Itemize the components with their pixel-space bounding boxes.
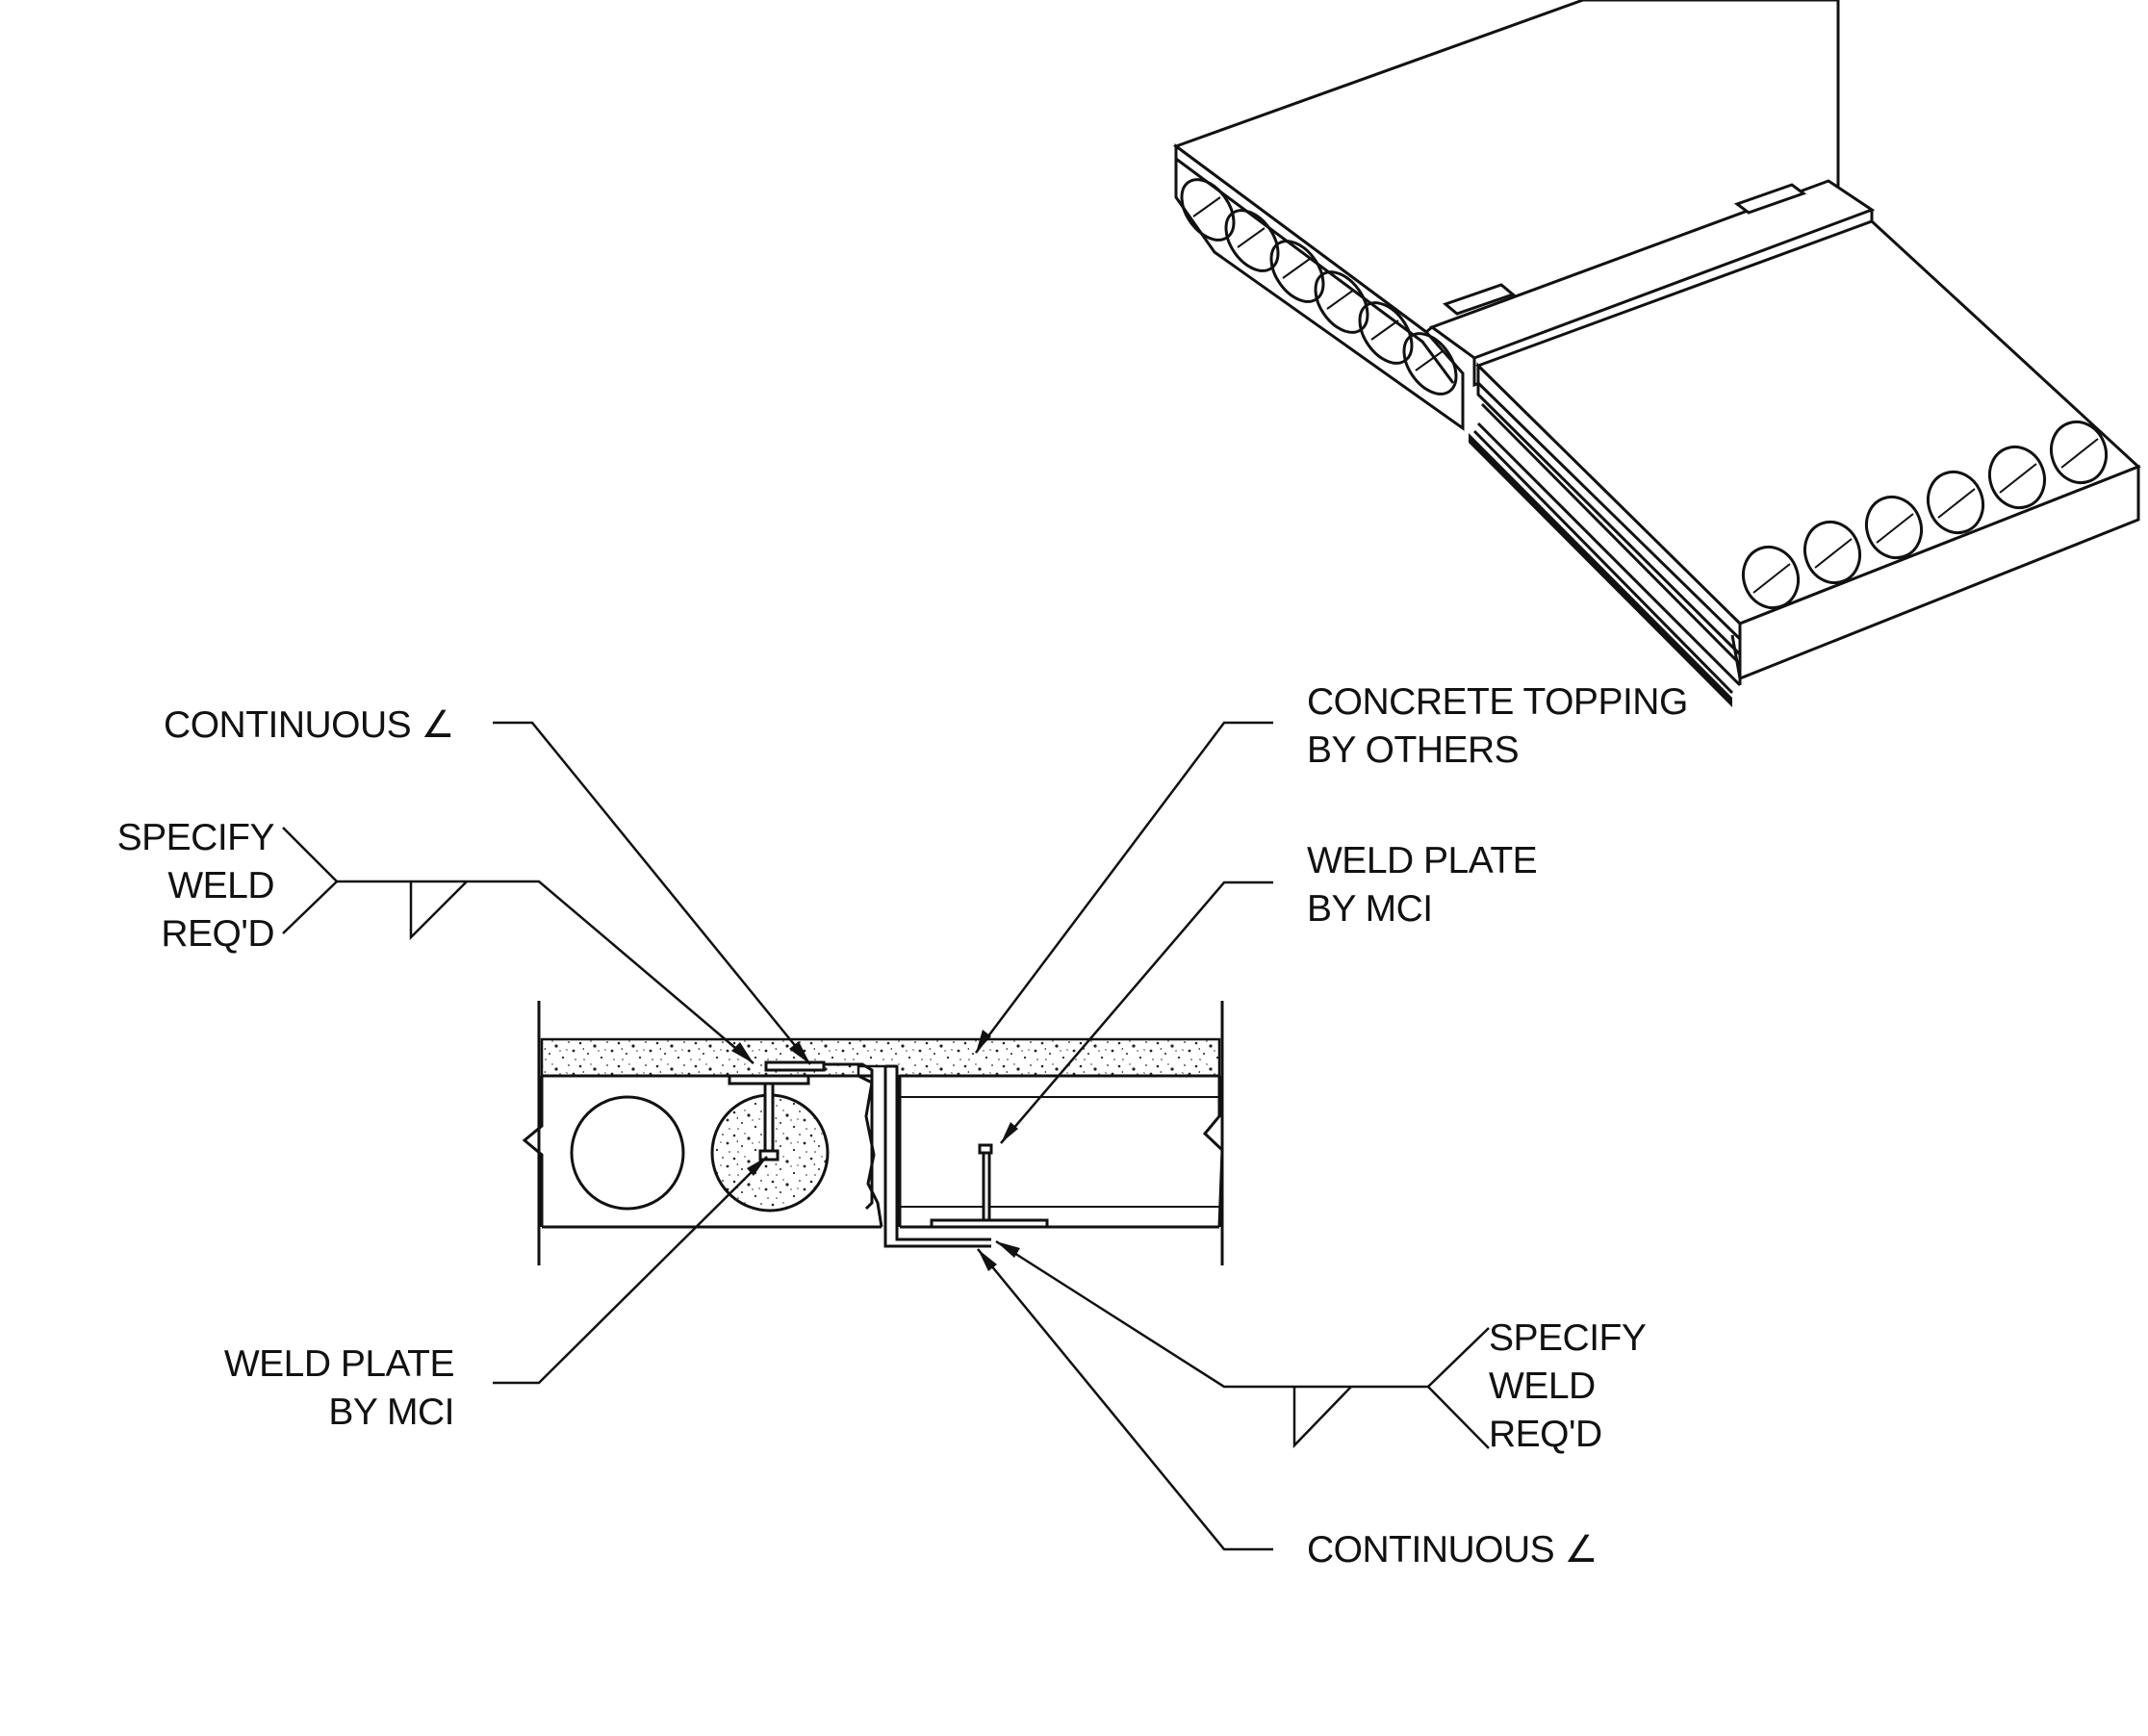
label-continuous-angle-bottom: CONTINUOUS ∠ — [1307, 1529, 1598, 1570]
label-concrete-topping-2: BY OTHERS — [1307, 729, 1519, 771]
label-specify-weld-right-3: REQ'D — [1489, 1414, 1602, 1455]
isometric-slab-view — [1172, 0, 2141, 707]
left-slab-end-face — [1174, 143, 1465, 431]
left-hollowcore-section — [522, 1074, 883, 1229]
label-weld-plate-right: WELD PLATE — [1307, 840, 1537, 881]
hollow-core — [570, 1095, 685, 1211]
right-slab-side — [1469, 362, 1742, 707]
label-weld-plate-right-2: BY MCI — [1307, 888, 1433, 930]
label-weld-plate-left-2: BY MCI — [328, 1391, 454, 1433]
labels: CONTINUOUS ∠ SPECIFY WELD REQ'D WELD PLA… — [117, 681, 1689, 1570]
label-specify-weld-right-2: WELD — [1489, 1366, 1596, 1407]
right-slab-end-face — [1738, 464, 2140, 681]
right-slab-section — [898, 1074, 1224, 1229]
label-specify-weld-left-3: REQ'D — [161, 913, 274, 955]
right-weld-plate-embed — [930, 1143, 1049, 1229]
label-continuous-angle-top: CONTINUOUS ∠ — [164, 704, 454, 746]
label-specify-weld-left-2: WELD — [167, 865, 274, 906]
label-specify-weld-right: SPECIFY — [1489, 1317, 1647, 1359]
label-specify-weld-left: SPECIFY — [117, 817, 275, 858]
continuous-angle-top — [766, 1062, 874, 1211]
label-weld-plate-left: WELD PLATE — [224, 1343, 454, 1385]
right-slab-cores — [1742, 420, 2108, 610]
continuous-angle-bottom — [895, 1066, 991, 1241]
label-concrete-topping: CONCRETE TOPPING — [1307, 681, 1688, 723]
section-view — [522, 1001, 1224, 1265]
left-weld-plate-embed — [728, 1074, 810, 1162]
left-slab-cores — [1180, 178, 1458, 396]
concrete-topping — [540, 1037, 1221, 1078]
leaders — [282, 721, 1490, 1551]
